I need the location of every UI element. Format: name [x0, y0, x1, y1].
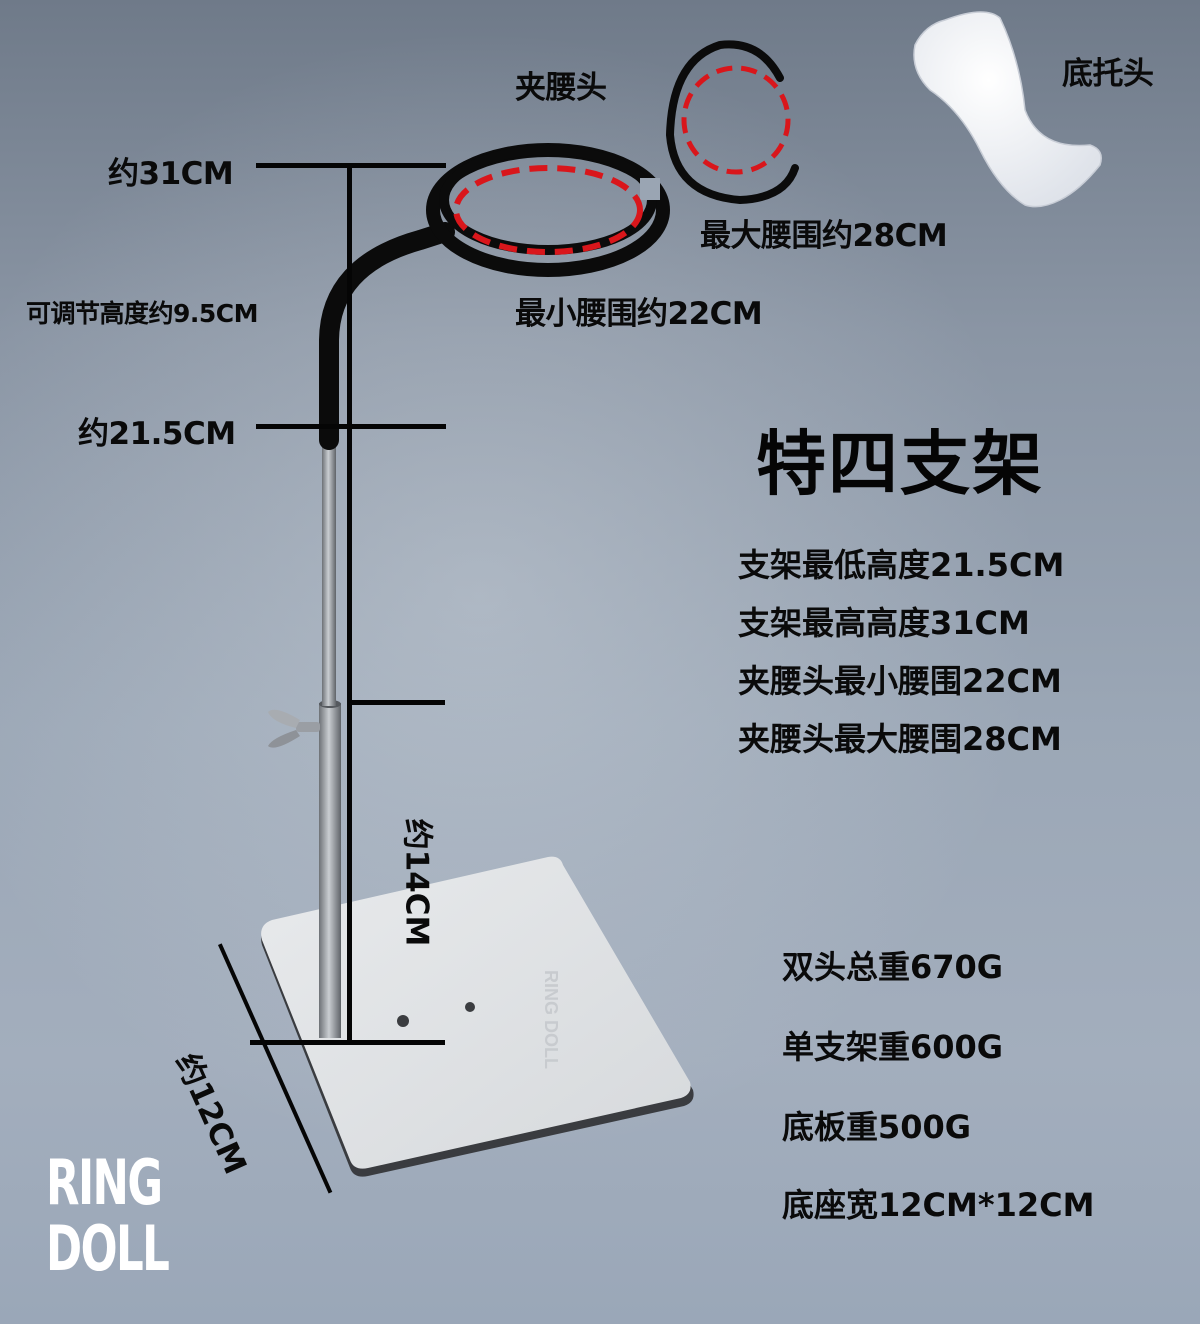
measure-vertical-line — [347, 166, 352, 1042]
spec-line: 支架最低高度21.5CM — [738, 546, 1065, 584]
label-max-waist: 最大腰围约28CM — [700, 218, 948, 254]
svg-text:RING DOLL: RING DOLL — [541, 970, 561, 1069]
measure-line-14cm-top — [350, 700, 445, 705]
base-holder-head — [913, 11, 1102, 208]
weight-line: 底板重500G — [782, 1108, 972, 1146]
label-top-height: 约31CM — [108, 156, 234, 192]
label-lower-tube: 约14CM — [398, 818, 435, 947]
base-plate: RING DOLL — [261, 856, 694, 1177]
brand-logo: RING DOLL — [46, 1150, 188, 1290]
label-waist-clamp: 夹腰头 — [515, 70, 607, 106]
label-low-height: 约21.5CM — [78, 416, 236, 452]
product-title: 特四支架 — [756, 423, 1044, 505]
curved-arm — [319, 222, 455, 450]
waist-clamp-ring — [426, 143, 670, 277]
brand-logo-line1: RING — [46, 1146, 163, 1219]
weight-line: 底座宽12CM*12CM — [782, 1186, 1095, 1224]
spec-line: 夹腰头最小腰围22CM — [738, 662, 1062, 700]
brand-logo-line2: DOLL — [46, 1212, 170, 1285]
measure-line-31cm — [256, 163, 446, 168]
label-adjustable-range: 可调节高度约9.5CM — [26, 299, 259, 328]
inner-rod — [322, 440, 336, 706]
spec-line: 支架最高高度31CM — [738, 604, 1030, 642]
weight-line: 双头总重670G — [782, 948, 1004, 986]
lower-tube — [319, 703, 341, 1038]
measure-line-base — [250, 1040, 445, 1045]
label-min-waist: 最小腰围约22CM — [515, 296, 763, 332]
weight-line: 单支架重600G — [782, 1028, 1004, 1066]
open-ring-detail — [665, 40, 799, 205]
label-base-holder: 底托头 — [1062, 56, 1154, 92]
spec-line: 夹腰头最大腰围28CM — [738, 720, 1062, 758]
wing-nut — [268, 709, 320, 748]
